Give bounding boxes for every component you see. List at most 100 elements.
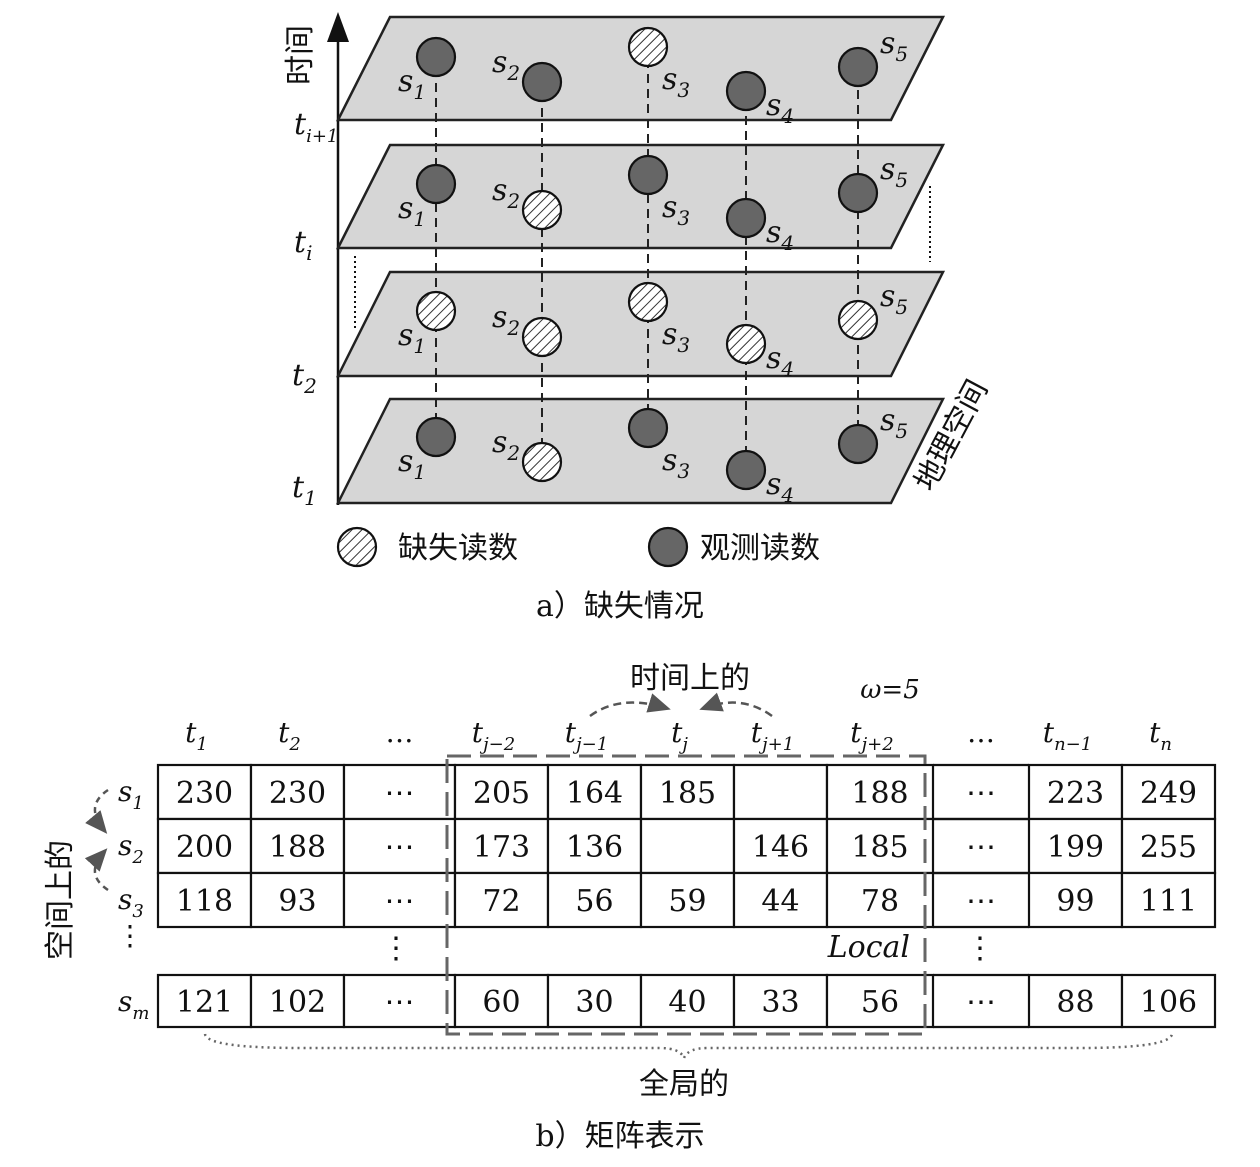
matrix-cell [342,973,457,1029]
matrix-cell [156,871,253,929]
row-header: s3 [118,883,144,922]
matrix-value: 33 [761,985,799,1020]
sensor-node-observed [415,163,457,205]
matrix-value: ⋯ [966,830,996,865]
sensor-label: s5 [880,152,908,192]
matrix-value: 102 [269,985,326,1020]
column-header: tj−1 [565,716,608,755]
sensor-node-observed [725,197,767,239]
matrix-cell [639,871,736,929]
sensor-label: s2 [492,300,520,340]
local-window-label: Local [827,930,910,965]
spatial-label: 空间上的 [43,840,78,960]
matrix-value: 146 [752,830,809,865]
matrix-value: 249 [1140,776,1197,811]
matrix-value: 136 [566,830,623,865]
legend-observed-label: 观测读数 [700,531,820,566]
sensor-label: s5 [880,279,908,319]
sensor-node-missing [627,26,669,68]
column-header: tj [671,716,688,755]
time-axis-label: 时间 [283,25,318,85]
matrix-value: 164 [566,776,623,811]
matrix-value: 230 [176,776,233,811]
gap-vdots-right: ⋮ [965,931,995,966]
caption-b: b）矩阵表示 [535,1119,704,1154]
caption-a: a）缺失情况 [536,589,704,624]
sensor-node-observed [415,416,457,458]
sensor-node-observed [837,423,879,465]
sensor-node-missing [725,323,767,365]
column-header: tn−1 [1043,716,1092,755]
window-size-label: ω=5 [860,675,920,705]
matrix-value: 106 [1140,985,1197,1020]
row-vdots: ⋮ [116,919,144,952]
matrix-cell [546,763,643,821]
matrix-value: ⋯ [385,884,415,919]
matrix-cell [546,973,643,1029]
matrix-value: 200 [176,830,233,865]
spatial-arrow-down [85,788,109,834]
matrix-value: 188 [269,830,326,865]
matrix-cell [546,871,643,929]
matrix-value: ⋯ [385,776,415,811]
matrix-value: 88 [1056,985,1094,1020]
matrix-cell [249,763,346,821]
matrix-value: 185 [659,776,716,811]
sensor-label: s5 [880,26,908,66]
matrix-cell [732,763,829,821]
matrix-cell [639,973,736,1029]
column-header: … [967,716,995,749]
matrix-cell [156,763,253,821]
sensor-label: s1 [398,191,426,231]
sensor-label: s2 [492,45,520,85]
sensor-label: s1 [398,64,426,104]
sensor-node-missing [521,441,563,483]
time-label-ti1: ti+1 [294,107,338,147]
matrix-cell [639,817,736,875]
sensor-node-observed [521,61,563,103]
layer-plane-t2 [335,270,946,378]
sensor-label: s3 [662,443,690,483]
legend-missing-icon [336,526,378,568]
matrix-value: 60 [482,985,520,1020]
sensor-label: s4 [766,467,794,507]
matrix-value: 121 [176,985,233,1020]
row-header: sm [118,985,149,1024]
temporal-label: 时间上的 [630,661,750,696]
matrix-value: 59 [668,884,706,919]
matrix-value: 44 [761,884,799,919]
column-header: t2 [278,716,301,755]
sensor-label: s4 [766,88,794,128]
matrix-cell [453,973,550,1029]
matrix-value: 205 [473,776,530,811]
sensor-label: s4 [766,341,794,381]
sensor-node-observed [627,154,669,196]
sensor-label: s5 [880,403,908,443]
matrix-cell [249,871,346,929]
matrix-cell [1120,817,1217,875]
column-header: tj+1 [751,716,794,755]
matrix-value: 118 [176,884,233,919]
matrix-value: 223 [1047,776,1104,811]
matrix-value: 56 [575,884,613,919]
gap-vdots-left: ⋮ [381,931,411,966]
matrix-value: 78 [861,884,899,919]
temporal-arrow-right [699,692,773,718]
spatial-arrow-up [84,848,109,892]
sensor-node-missing [521,316,563,358]
sensor-node-missing [521,189,563,231]
local-window-box [445,754,927,1036]
matrix-value: 72 [482,884,520,919]
sensor-node-observed [725,449,767,491]
sensor-label: s1 [398,318,426,358]
sensor-label: s3 [662,317,690,357]
matrix-cell [1027,973,1124,1029]
matrix-value: 30 [575,985,613,1020]
time-axis-arrow-icon [327,12,349,42]
sensor-label: s3 [662,190,690,230]
